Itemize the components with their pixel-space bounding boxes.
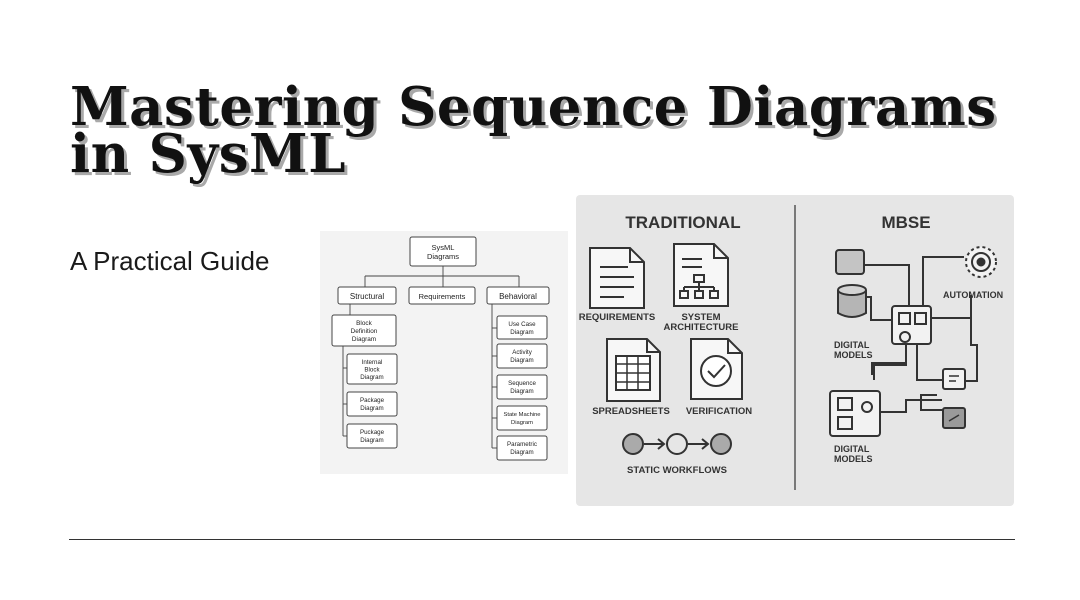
behavioral-label: Behavioral (499, 292, 537, 301)
requirements-label: Requirements (419, 292, 466, 301)
system-caption-line1: SYSTEM (681, 312, 720, 323)
gear-icon (965, 246, 997, 278)
slide-subtitle: A Practical Guide (70, 246, 270, 276)
verification-caption: VERIFICATION (686, 406, 752, 417)
requirements-caption: REQUIREMENTS (579, 312, 656, 323)
traditional-vs-mbse-image: TRADITIONAL MBSE (576, 195, 1014, 506)
structural-label: Structural (350, 292, 384, 301)
automation-caption: AUTOMATION (943, 290, 1003, 300)
database-icon (837, 284, 867, 318)
system-caption-line2: ARCHITECTURE (664, 322, 739, 333)
hierarchy-document-icon (673, 243, 729, 307)
digital-models-top-line2: MODELS (834, 350, 873, 360)
mbse-heading: MBSE (881, 213, 930, 232)
static-workflows-caption: STATIC WORKFLOWS (627, 465, 727, 476)
bottom-divider (69, 539, 1015, 540)
spreadsheet-icon (606, 338, 661, 402)
document-icon (589, 247, 645, 309)
traditional-heading: TRADITIONAL (625, 213, 740, 232)
checkmark-document-icon (690, 338, 743, 400)
spreadsheets-caption: SPREADSHEETS (592, 406, 670, 417)
workflow-arrow-icon (622, 433, 732, 455)
digital-models-bottom-line1: DIGITAL (834, 444, 870, 454)
slide-title: Mastering Sequence Diagrams in SysML (70, 76, 997, 185)
digital-models-top-line1: DIGITAL (834, 340, 870, 350)
digital-models-bottom-line2: MODELS (834, 454, 873, 464)
